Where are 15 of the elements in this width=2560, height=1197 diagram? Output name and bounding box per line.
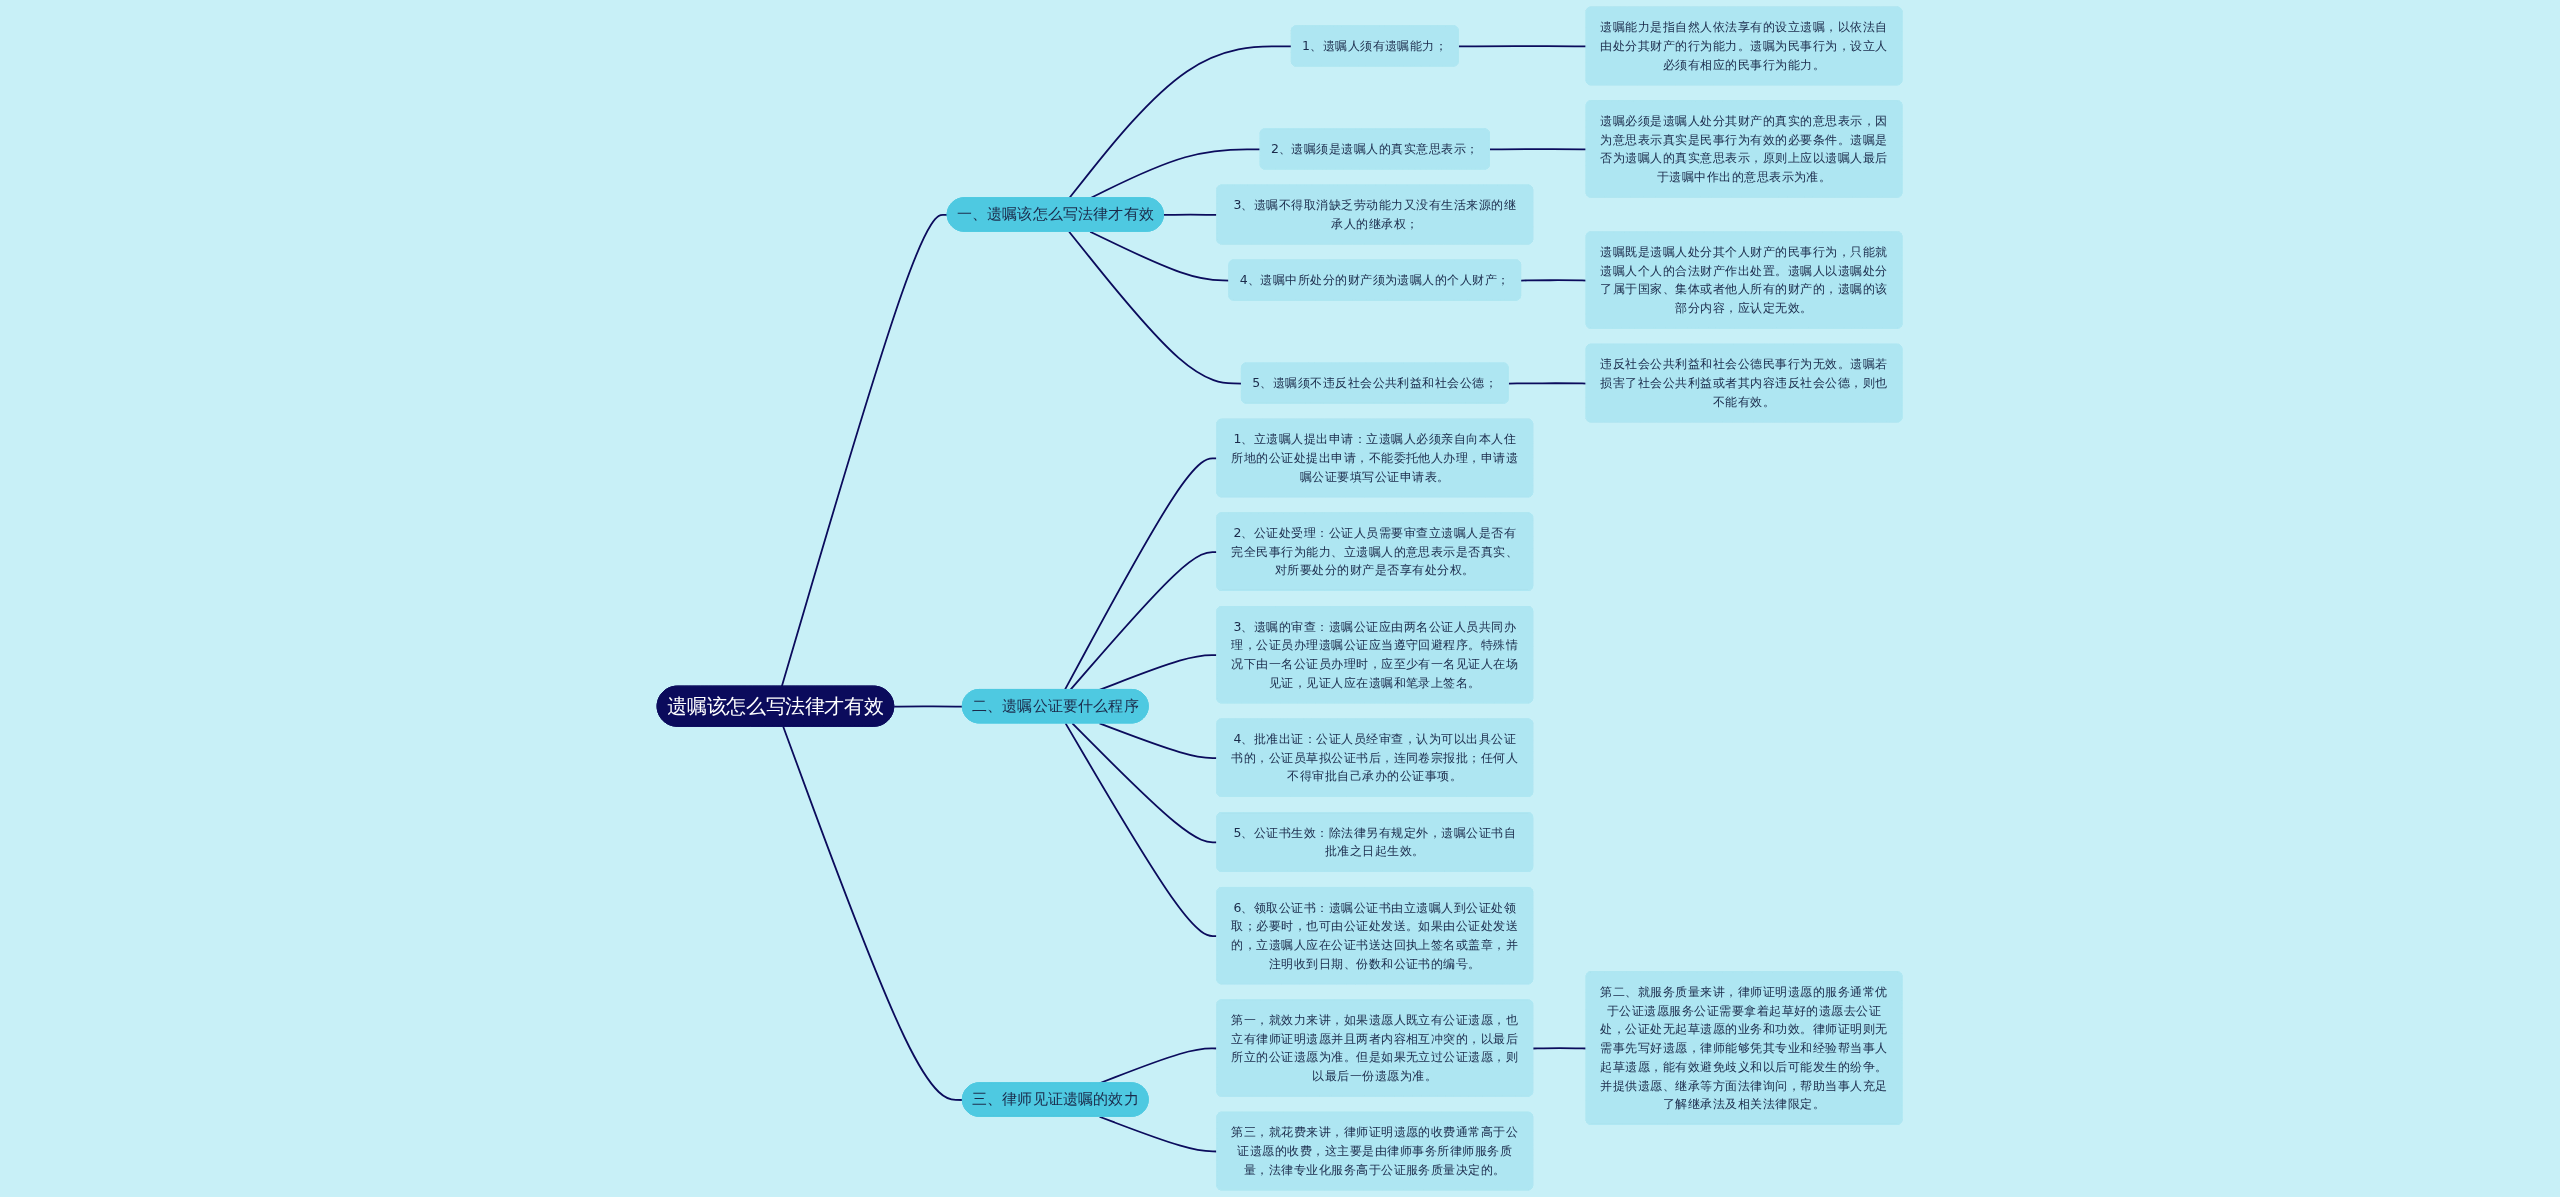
connector — [1489, 148, 1588, 151]
connector — [1508, 382, 1588, 385]
connector — [1099, 654, 1219, 691]
connector — [781, 214, 950, 688]
connector — [1064, 457, 1219, 691]
connector — [1099, 722, 1219, 760]
connector — [1458, 45, 1588, 48]
connector — [1099, 1115, 1219, 1153]
connector — [1069, 551, 1219, 691]
connector — [1520, 279, 1588, 282]
connector — [1532, 1047, 1588, 1050]
connector — [1065, 722, 1219, 937]
connector — [1163, 213, 1219, 216]
connector — [1089, 230, 1231, 282]
connector — [1071, 722, 1219, 844]
